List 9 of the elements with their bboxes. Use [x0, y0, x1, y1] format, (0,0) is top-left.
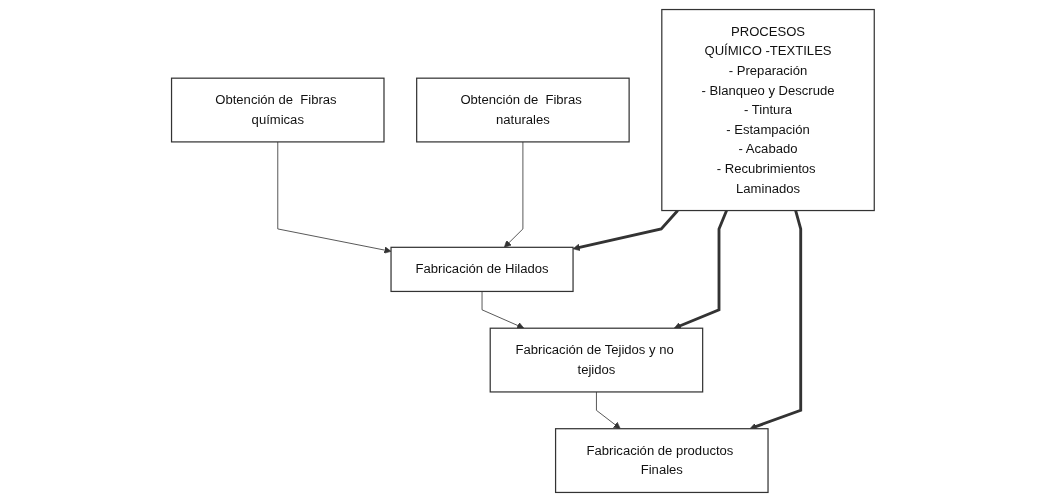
node-box: PROCESOS QUÍMICO -TEXTILES - Preparación - Blanqueo y Descrude - Tintura - Estampación - Acabado - Recubrimientos Laminados — [661, 8, 875, 212]
arrow — [673, 210, 728, 330]
node-box: Fabricación de Hilados — [390, 246, 574, 293]
arrow — [749, 210, 803, 430]
node-box: Fabricación de productos Finales — [555, 428, 769, 494]
arrow — [572, 209, 679, 251]
node-box: Obtención de Fibras químicas — [171, 77, 385, 143]
node-box: Fabricación de Tejidos y no tejidos — [489, 327, 704, 393]
node-box: Obtención de Fibras naturales — [416, 77, 630, 143]
